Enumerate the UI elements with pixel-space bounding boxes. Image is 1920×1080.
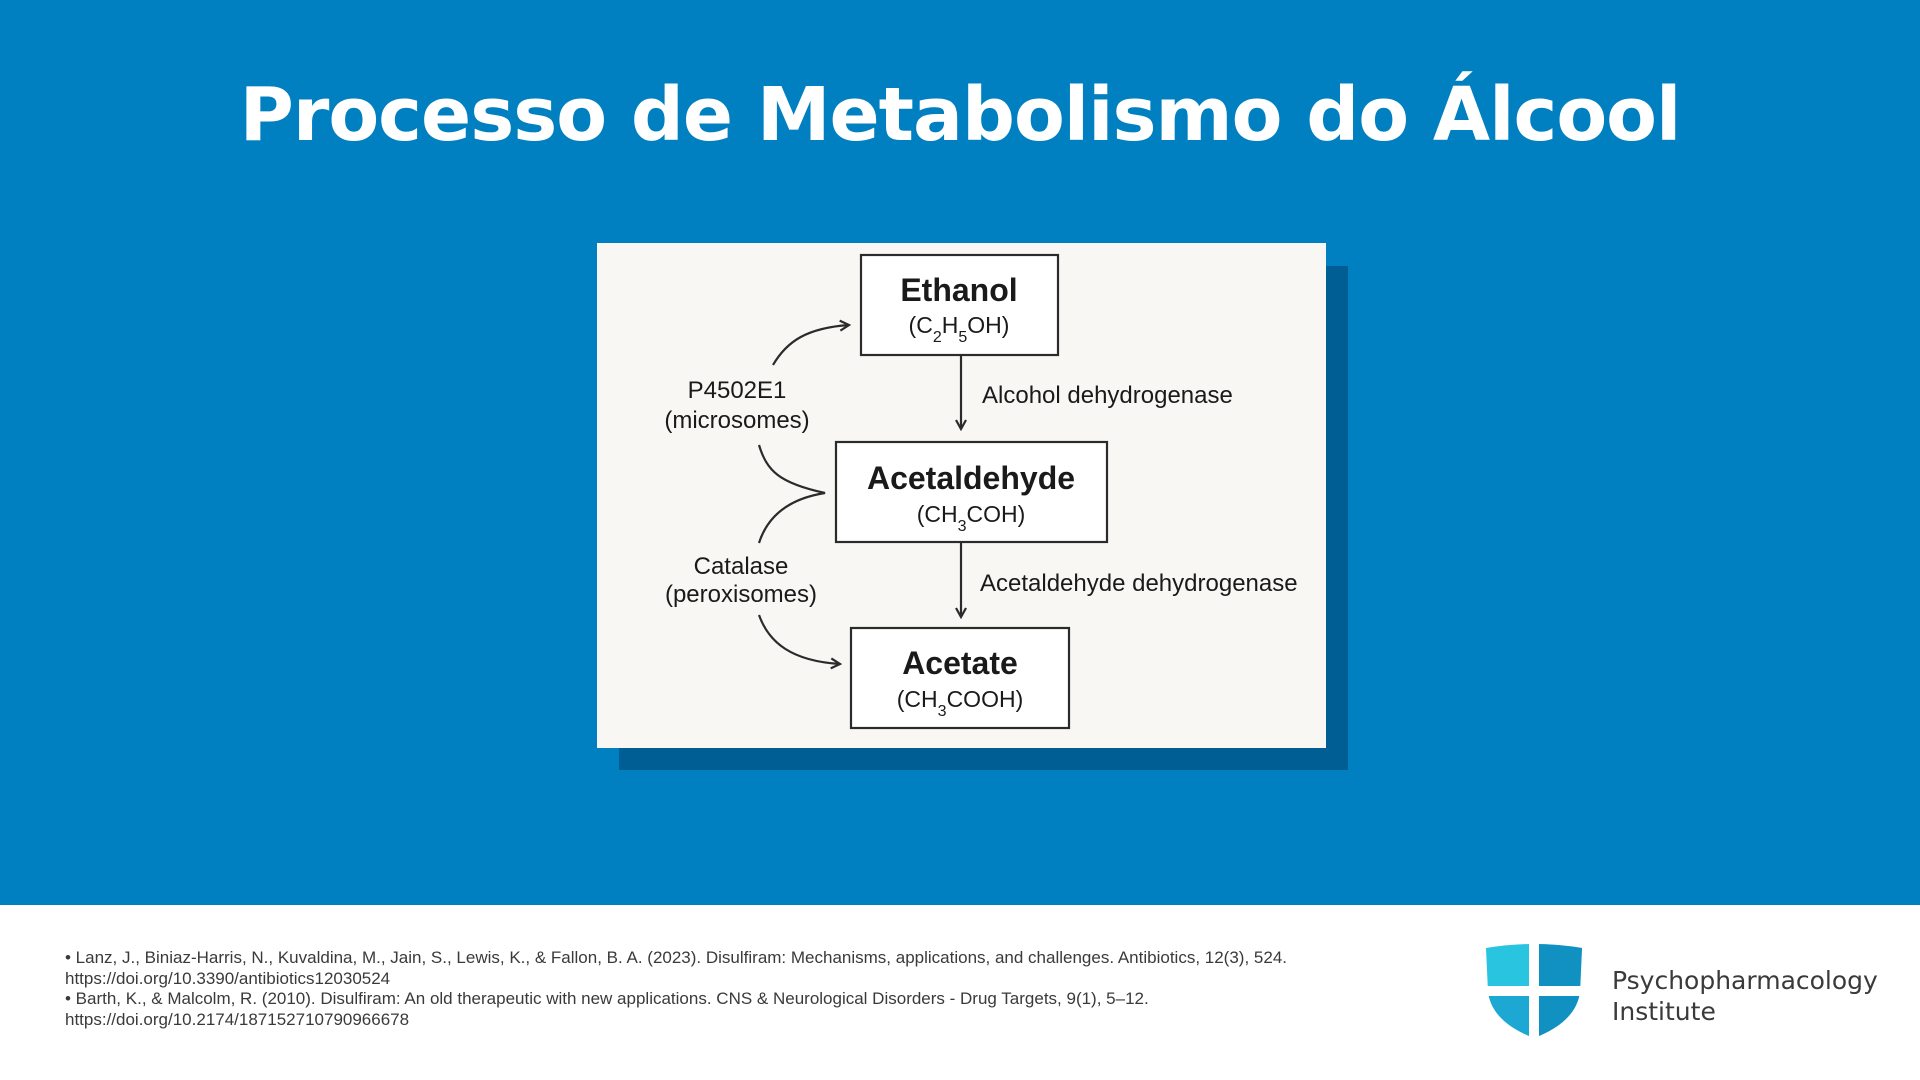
- node-ethanol: Ethanol (C2H5OH): [859, 253, 1060, 357]
- brand-name: Psychopharmacology Institute: [1612, 965, 1878, 1027]
- node-acetaldehyde-name: Acetaldehyde: [867, 460, 1075, 496]
- reference-citation: • Barth, K., & Malcolm, R. (2010). Disul…: [65, 989, 1149, 1008]
- arrow-catalase-to-acetate: [757, 614, 840, 664]
- node-acetate-name: Acetate: [902, 645, 1018, 681]
- slide-title: Processo de Metabolismo do Álcool: [239, 72, 1682, 158]
- reference-citation: • Lanz, J., Biniaz-Harris, N., Kuvaldina…: [65, 948, 1287, 967]
- node-acetaldehyde-box: [834, 440, 1109, 544]
- node-ethanol-name: Ethanol: [900, 272, 1017, 308]
- brand-name-line1: Psychopharmacology: [1612, 966, 1878, 995]
- enzyme-p4502e1-name: P4502E1: [688, 377, 787, 404]
- enzyme-p4502e1-location: (microsomes): [664, 407, 809, 434]
- enzyme-catalase-location: (peroxisomes): [665, 581, 817, 608]
- node-acetate-formula: (CH3COOH): [897, 686, 1023, 720]
- brand-name-line2: Institute: [1612, 997, 1716, 1026]
- node-acetate-box: [849, 626, 1071, 730]
- reference-item: • Barth, K., & Malcolm, R. (2010). Disul…: [65, 989, 1445, 1030]
- bracket-to-acetaldehyde: [757, 444, 826, 544]
- enzyme-alcohol-dehydrogenase: Alcohol dehydrogenase: [982, 382, 1233, 409]
- reference-item: • Lanz, J., Biniaz-Harris, N., Kuvaldina…: [65, 948, 1445, 989]
- shield-cross-icon: [1486, 944, 1582, 1038]
- arrow-p4502e1-to-ethanol: [772, 325, 849, 366]
- enzyme-catalase-name: Catalase: [694, 553, 789, 580]
- node-ethanol-formula: (C2H5OH): [909, 312, 1010, 346]
- reference-doi: https://doi.org/10.2174/1871527107909666…: [65, 1009, 410, 1029]
- reference-doi: https://doi.org/10.3390/antibiotics12030…: [65, 968, 391, 988]
- node-acetaldehyde: Acetaldehyde (CH3COH): [834, 440, 1109, 544]
- node-acetate: Acetate (CH3COOH): [849, 626, 1071, 730]
- node-ethanol-box: [859, 253, 1060, 357]
- node-acetaldehyde-formula: (CH3COH): [917, 501, 1026, 535]
- metabolism-diagram: Ethanol (C2H5OH) Acetaldehyde (CH3COH) A…: [597, 243, 1326, 748]
- enzyme-acetaldehyde-dehydrogenase: Acetaldehyde dehydrogenase: [980, 570, 1298, 597]
- references: • Lanz, J., Biniaz-Harris, N., Kuvaldina…: [65, 948, 1445, 1030]
- diagram-canvas: Ethanol (C2H5OH) Acetaldehyde (CH3COH) A…: [664, 253, 1298, 730]
